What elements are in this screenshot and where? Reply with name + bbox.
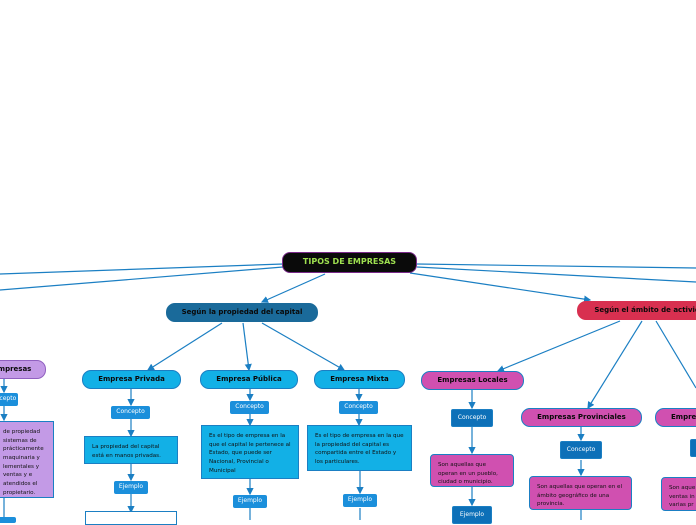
left-partial-node[interactable]: Empresas — [0, 360, 46, 379]
privada-ejemplo-tag[interactable]: Ejemplo — [114, 481, 148, 494]
mixta-concepto-tag[interactable]: Concepto — [339, 401, 378, 414]
left-ejemplo-tag[interactable] — [0, 517, 16, 523]
empresa-publica-node[interactable]: Empresa Pública — [200, 370, 298, 389]
right-partial-node[interactable]: Empre — [655, 408, 696, 427]
empresa-privada-node[interactable]: Empresa Privada — [82, 370, 181, 389]
provinciales-concepto-tag[interactable]: Concepto — [560, 441, 602, 459]
empresas-locales-node[interactable]: Empresas Locales — [421, 371, 524, 390]
empresas-provinciales-node[interactable]: Empresas Provinciales — [521, 408, 642, 427]
locales-ejemplo-tag[interactable]: Ejemplo — [452, 506, 492, 524]
right-concept-box: Son aque ventas in varias pr — [661, 477, 696, 511]
mixta-concept-box: Es el tipo de empresa en la que la propi… — [307, 425, 412, 471]
locales-concept-box: Son aquellas que operan en un pueblo, ci… — [430, 454, 514, 487]
privada-concept-box: La propiedad del capital está en manos p… — [84, 436, 178, 464]
right-concepto-tag[interactable] — [690, 439, 696, 457]
privada-example-box — [85, 511, 177, 525]
empresa-mixta-node[interactable]: Empresa Mixta — [314, 370, 405, 389]
publica-concept-box: Es el tipo de empresa en la que el capit… — [201, 425, 299, 479]
mixta-ejemplo-tag[interactable]: Ejemplo — [343, 494, 377, 507]
branch-ambito[interactable]: Según el ámbito de actividad — [577, 301, 696, 320]
locales-concepto-tag[interactable]: Concepto — [451, 409, 493, 427]
left-concepto-tag[interactable]: Concepto — [0, 393, 18, 406]
branch-capital[interactable]: Según la propiedad del capital — [166, 303, 318, 322]
left-concept-box: de propiedad sistemas de prácticamente m… — [0, 421, 54, 498]
root-node[interactable]: TIPOS DE EMPRESAS — [282, 252, 417, 273]
publica-ejemplo-tag[interactable]: Ejemplo — [233, 495, 267, 508]
publica-concepto-tag[interactable]: Concepto — [230, 401, 269, 414]
privada-concepto-tag[interactable]: Concepto — [111, 406, 150, 419]
provinciales-concept-box: Son aquellas que operan en el ámbito geo… — [529, 476, 632, 510]
